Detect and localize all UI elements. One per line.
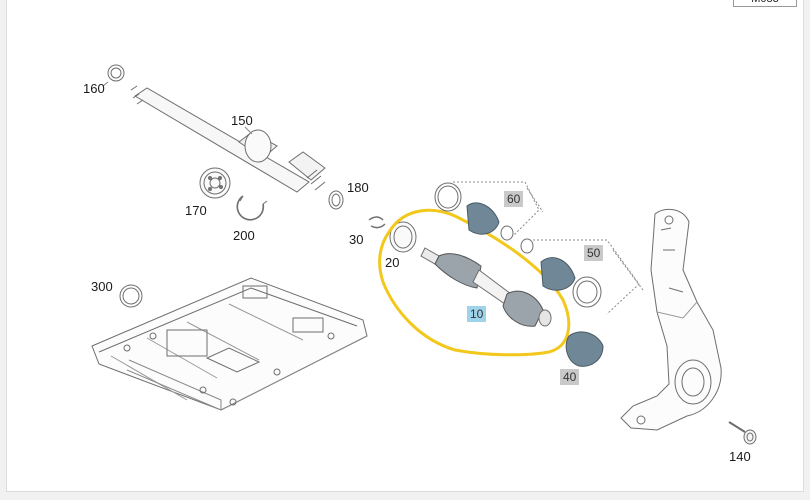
- diagram-frame: M083: [6, 0, 804, 492]
- part-30-clip[interactable]: [368, 216, 386, 229]
- callout-140[interactable]: 140: [729, 449, 751, 464]
- callout-20[interactable]: 20: [385, 255, 400, 270]
- selection-highlight: [378, 208, 571, 357]
- steering-knuckle: [620, 208, 722, 431]
- part-10-driveshaft[interactable]: [420, 247, 552, 327]
- callout-10[interactable]: 10: [467, 306, 487, 322]
- drawing-id-label: M083: [733, 0, 797, 7]
- part-150-shaft[interactable]: [130, 85, 326, 193]
- oil-pan: [91, 277, 368, 411]
- callout-180[interactable]: 180: [347, 180, 369, 195]
- part-200-circlip[interactable]: [236, 195, 268, 221]
- part-60-boot[interactable]: [434, 182, 514, 241]
- part-300-ring[interactable]: [119, 284, 143, 308]
- parts-diagram: [91, 64, 757, 445]
- callout-300[interactable]: 300: [91, 279, 113, 294]
- callout-40[interactable]: 40: [560, 369, 580, 385]
- callout-160[interactable]: 160: [83, 81, 105, 96]
- callout-150[interactable]: 150: [231, 113, 253, 128]
- part-50-boot[interactable]: [520, 238, 602, 308]
- part-160-ring[interactable]: [107, 64, 125, 82]
- callout-30[interactable]: 30: [349, 232, 364, 247]
- part-140-bolt[interactable]: [728, 421, 757, 445]
- callout-60[interactable]: 60: [504, 191, 524, 207]
- part-180-ring[interactable]: [328, 190, 344, 210]
- part-170-bearing[interactable]: [199, 167, 231, 199]
- callout-50[interactable]: 50: [584, 245, 604, 261]
- part-40-joint[interactable]: [565, 331, 604, 367]
- callout-170[interactable]: 170: [185, 203, 207, 218]
- part-20-ring[interactable]: [389, 221, 417, 253]
- callout-200[interactable]: 200: [233, 228, 255, 243]
